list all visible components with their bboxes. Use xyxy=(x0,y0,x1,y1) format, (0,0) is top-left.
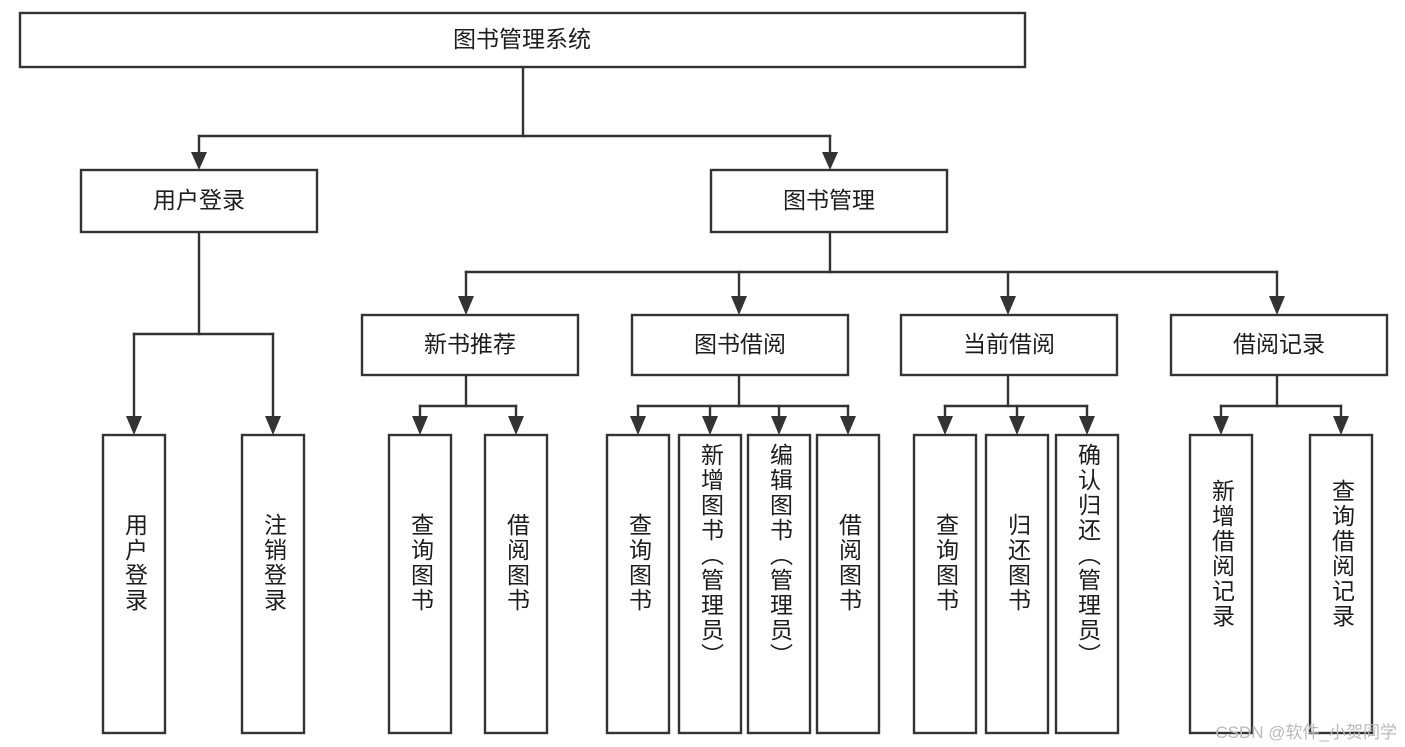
leaf-edit-book-admin-label: 编辑图书（管理员） xyxy=(766,443,793,668)
watermark-label: CSDN @软件_小贺同学 xyxy=(1215,723,1397,742)
node-borrow-record-box[interactable] xyxy=(1169,313,1389,377)
leaf-confirm-return-admin-box[interactable] xyxy=(1054,433,1120,735)
leaf-confirm-return-admin-label: 确认归还（管理员） xyxy=(1074,443,1101,668)
leaf-add-borrow-record-label-fo: 新增借阅记录 xyxy=(1208,479,1235,629)
leaf-query-book-3-box[interactable] xyxy=(912,433,978,735)
leaf-query-borrow-record-label-fo: 查询借阅记录 xyxy=(1328,479,1355,629)
node-user-login-label: 用户登录 xyxy=(153,187,245,213)
node-borrow-record-label: 借阅记录 xyxy=(1233,331,1325,357)
arrowhead-leaf-edit-book-admin xyxy=(771,416,787,435)
arrowhead-user-login xyxy=(191,152,207,170)
arrowhead-leaf-add-book-admin xyxy=(702,416,718,435)
leaf-user-login-label: 用户登录 xyxy=(121,513,148,613)
leaf-user-login-label-fo: 用户登录 xyxy=(121,513,148,613)
arrowhead-leaf-add-borrow-record xyxy=(1213,416,1229,435)
leaf-edit-book-admin-label-fo: 编辑图书（管理员） xyxy=(766,443,793,668)
leaf-borrow-book-2-box[interactable] xyxy=(815,433,881,735)
arrowhead-leaf-query-book-3 xyxy=(937,416,953,435)
leaf-query-borrow-record-label: 查询借阅记录 xyxy=(1328,479,1355,629)
leaf-borrow-book-1-label: 借阅图书 xyxy=(503,513,530,613)
leaf-query-book-2-label-fo: 查询图书 xyxy=(625,513,652,613)
leaf-add-borrow-record-label: 新增借阅记录 xyxy=(1208,479,1235,629)
leaf-query-book-1-label: 查询图书 xyxy=(407,513,434,613)
arrowhead-leaf-borrow-book-2 xyxy=(840,416,856,435)
arrowhead-book-borrow xyxy=(731,296,747,315)
leaf-query-book-3-label-fo: 查询图书 xyxy=(932,513,959,613)
leaf-query-book-1-box[interactable] xyxy=(387,433,453,735)
leaf-borrow-book-1-box[interactable] xyxy=(483,433,549,735)
leaf-query-book-1-label-fo: 查询图书 xyxy=(407,513,434,613)
node-new-book-recommend-box[interactable] xyxy=(360,313,580,377)
leaf-user-logout-label: 注销登录 xyxy=(260,513,287,613)
leaf-return-book-label: 归还图书 xyxy=(1004,513,1031,613)
arrowhead-leaf-user-login xyxy=(126,416,142,435)
node-current-borrow-label: 当前借阅 xyxy=(963,331,1055,357)
leaf-borrow-book-2-label: 借阅图书 xyxy=(835,513,862,613)
arrowhead-current-borrow xyxy=(1000,296,1016,315)
leaf-borrow-book-2-label-fo: 借阅图书 xyxy=(835,513,862,613)
arrowhead-leaf-return-book xyxy=(1009,416,1025,435)
arrowhead-leaf-query-borrow-record xyxy=(1333,416,1349,435)
leaf-borrow-book-1-label-fo: 借阅图书 xyxy=(503,513,530,613)
leaf-add-book-admin-label: 新增图书（管理员） xyxy=(697,443,724,668)
arrowhead-new-book-recommend xyxy=(458,296,474,315)
leaf-add-book-admin-label-fo: 新增图书（管理员） xyxy=(697,443,724,668)
connector-group xyxy=(126,65,1349,435)
arrowhead-book-manage xyxy=(822,152,838,170)
node-book-borrow-box[interactable] xyxy=(630,313,850,377)
arrowhead-borrow-record xyxy=(1269,296,1285,315)
node-user-login-box[interactable] xyxy=(79,168,319,234)
node-group: 图书管理系统 用户登录 图书管理 新书推荐 图书借阅 当前借阅 借阅记录 xyxy=(18,11,1389,735)
leaf-return-book-box[interactable] xyxy=(984,433,1050,735)
leaf-user-logout-box[interactable] xyxy=(240,433,306,735)
leaf-query-borrow-record-box[interactable] xyxy=(1308,433,1374,735)
leaf-query-book-2-label: 查询图书 xyxy=(625,513,652,613)
leaf-confirm-return-admin-label-fo: 确认归还（管理员） xyxy=(1074,443,1101,668)
node-new-book-recommend-label: 新书推荐 xyxy=(424,331,516,357)
node-root-label: 图书管理系统 xyxy=(453,26,591,52)
leaf-return-book-label-fo: 归还图书 xyxy=(1004,513,1031,613)
leaf-user-logout-label-fo: 注销登录 xyxy=(260,513,287,613)
node-book-borrow-label: 图书借阅 xyxy=(694,331,786,357)
arrowhead-leaf-query-book-2 xyxy=(630,416,646,435)
leaf-user-login-box[interactable] xyxy=(101,433,167,735)
node-root-box[interactable] xyxy=(18,11,1027,69)
node-current-borrow-box[interactable] xyxy=(899,313,1119,377)
node-book-manage-label: 图书管理 xyxy=(783,187,875,213)
arrowhead-leaf-confirm-return-admin xyxy=(1079,416,1095,435)
node-book-manage-box[interactable] xyxy=(709,168,949,234)
leaf-add-book-admin-box[interactable] xyxy=(677,433,743,735)
leaf-query-book-2-box[interactable] xyxy=(605,433,671,735)
arrowhead-leaf-borrow-book-1 xyxy=(508,416,524,435)
arrowhead-leaf-query-book-1 xyxy=(412,416,428,435)
leaf-query-book-3-label: 查询图书 xyxy=(932,513,959,613)
arrowhead-leaf-user-logout xyxy=(265,416,281,435)
leaf-edit-book-admin-box[interactable] xyxy=(746,433,812,735)
leaf-add-borrow-record-box[interactable] xyxy=(1188,433,1254,735)
